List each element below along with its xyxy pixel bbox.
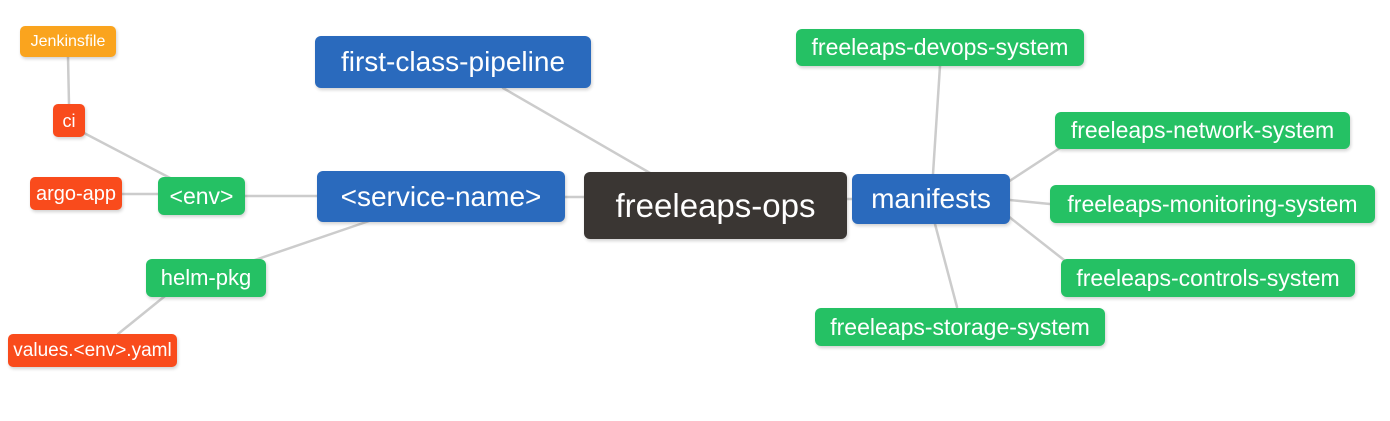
node-env[interactable]: <env>	[158, 177, 245, 215]
node-jenkinsfile[interactable]: Jenkinsfile	[20, 26, 116, 57]
edge-helm-pkg-service-name	[250, 218, 374, 263]
edge-manifests-network-system	[1006, 146, 1062, 184]
node-freeleaps-devops-system[interactable]: freeleaps-devops-system	[796, 29, 1084, 66]
edge-manifests-monitoring-system	[1008, 198, 1052, 206]
edge-manifests-controls-system	[1006, 214, 1066, 262]
edge-values-env-yaml-helm-pkg	[116, 294, 167, 336]
node-helm-pkg[interactable]: helm-pkg	[146, 259, 266, 297]
node-argo-app[interactable]: argo-app	[30, 177, 122, 210]
node-manifests[interactable]: manifests	[852, 174, 1010, 224]
edge-jenkinsfile-ci	[66, 55, 71, 106]
edge-first-class-pipeline-freeleaps-ops	[501, 86, 652, 175]
node-first-class-pipeline[interactable]: first-class-pipeline	[315, 36, 591, 88]
node-service-name[interactable]: <service-name>	[317, 171, 565, 222]
edge-manifests-storage-system	[933, 222, 959, 309]
node-freeleaps-storage-system[interactable]: freeleaps-storage-system	[815, 308, 1105, 346]
edge-manifests-devops-system	[931, 64, 942, 176]
node-freeleaps-ops[interactable]: freeleaps-ops	[584, 172, 847, 239]
node-freeleaps-controls-system[interactable]: freeleaps-controls-system	[1061, 259, 1355, 297]
node-values-env-yaml[interactable]: values.<env>.yaml	[8, 334, 177, 367]
node-ci[interactable]: ci	[53, 104, 85, 137]
node-freeleaps-monitoring-system[interactable]: freeleaps-monitoring-system	[1050, 185, 1375, 223]
edge-ci-env	[82, 131, 174, 181]
node-freeleaps-network-system[interactable]: freeleaps-network-system	[1055, 112, 1350, 149]
